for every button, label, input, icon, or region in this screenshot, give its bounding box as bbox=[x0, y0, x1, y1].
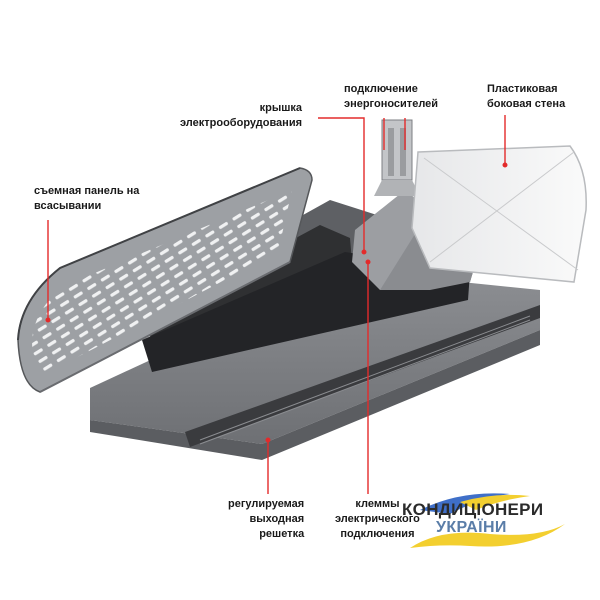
unit-body bbox=[90, 119, 540, 460]
label-line: энергоносителей bbox=[344, 98, 439, 110]
label-line: съемная панель на bbox=[34, 185, 140, 197]
label-removable-intake-panel: съемная панель на всасывании bbox=[34, 184, 139, 214]
label-line: решетка bbox=[259, 528, 305, 540]
label-line: клеммы bbox=[355, 498, 400, 510]
label-electrical-cover: крышка электрооборудования bbox=[180, 101, 302, 131]
label-line: подключение bbox=[344, 83, 418, 95]
label-electrical-terminals: клеммы электрического подключения bbox=[335, 497, 420, 542]
plastic-side-wall bbox=[411, 145, 587, 283]
label-line: всасывании bbox=[34, 200, 102, 212]
label-line: электрооборудования bbox=[180, 117, 303, 129]
outlet-grille bbox=[199, 315, 531, 445]
label-line: регулируемая bbox=[228, 498, 305, 510]
logo-flag-swoosh bbox=[410, 493, 565, 548]
label-line: крышка bbox=[259, 102, 303, 114]
label-line: электрического bbox=[335, 513, 420, 525]
intake-panel bbox=[17, 167, 313, 393]
logo-line-1: КОНДИЦІОНЕРИ bbox=[402, 500, 544, 519]
brand-logo: КОНДИЦІОНЕРИ УКРАЇНИ bbox=[400, 488, 570, 554]
leader-cover bbox=[318, 117, 365, 252]
logo-line-2: УКРАЇНИ bbox=[436, 519, 507, 536]
label-line: Пластиковая bbox=[487, 83, 558, 95]
label-line: боковая стена bbox=[487, 98, 566, 110]
label-line: выходная bbox=[249, 513, 305, 525]
label-line: подключения bbox=[340, 528, 415, 540]
label-adjustable-outlet-grille: регулируемая выходная решетка bbox=[228, 497, 304, 542]
label-energy-connection: подключение энергоносителей bbox=[344, 82, 438, 112]
leader-lines bbox=[45, 115, 508, 494]
label-plastic-side-wall: Пластиковая боковая стена bbox=[487, 82, 565, 112]
